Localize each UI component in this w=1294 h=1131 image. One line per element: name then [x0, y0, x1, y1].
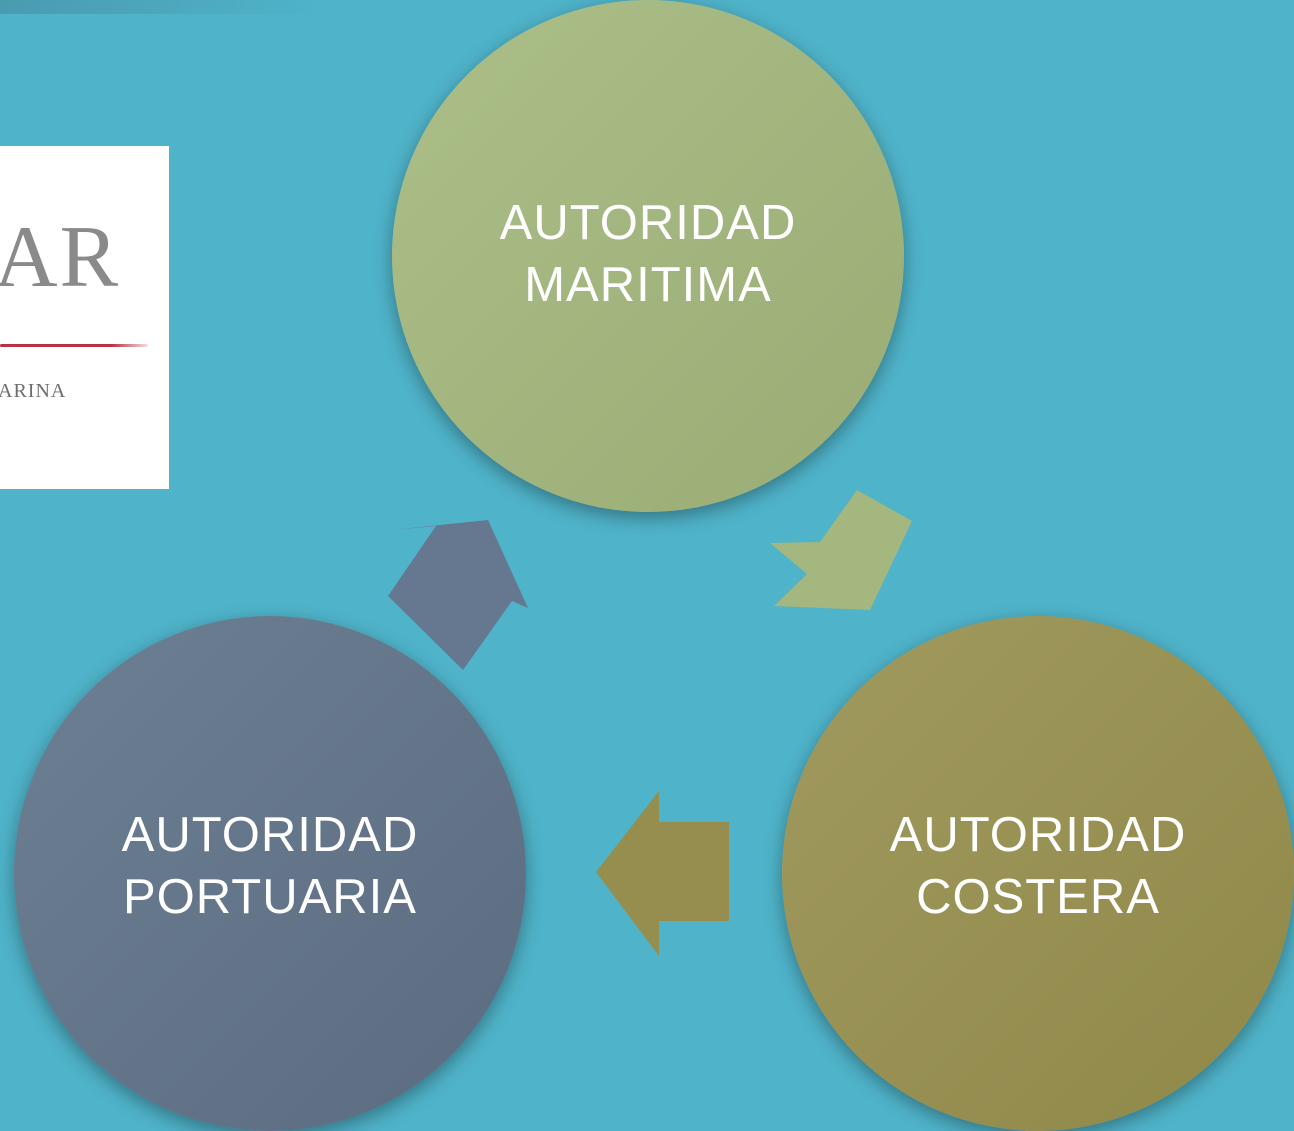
arrow-portuaria-to-maritima	[388, 520, 528, 670]
logo-card	[0, 146, 169, 489]
node-autoridad-portuaria: AUTORIDAD PORTUARIA	[14, 616, 526, 1131]
node-autoridad-costera: AUTORIDAD COSTERA	[782, 616, 1294, 1131]
logo-rule	[0, 344, 148, 347]
node-label-portuaria: AUTORIDAD PORTUARIA	[121, 807, 419, 924]
node-autoridad-maritima: AUTORIDAD MARITIMA	[392, 0, 904, 512]
top-shadow-band	[0, 0, 320, 14]
node-label-costera: AUTORIDAD COSTERA	[889, 807, 1187, 924]
arrow-maritima-to-costera	[770, 490, 912, 610]
logo-subtitle: ARINA	[0, 380, 67, 402]
arrow-costera-to-portuaria	[596, 791, 729, 956]
logo-letters: AR	[0, 209, 121, 306]
node-label-maritima: AUTORIDAD MARITIMA	[499, 196, 797, 312]
